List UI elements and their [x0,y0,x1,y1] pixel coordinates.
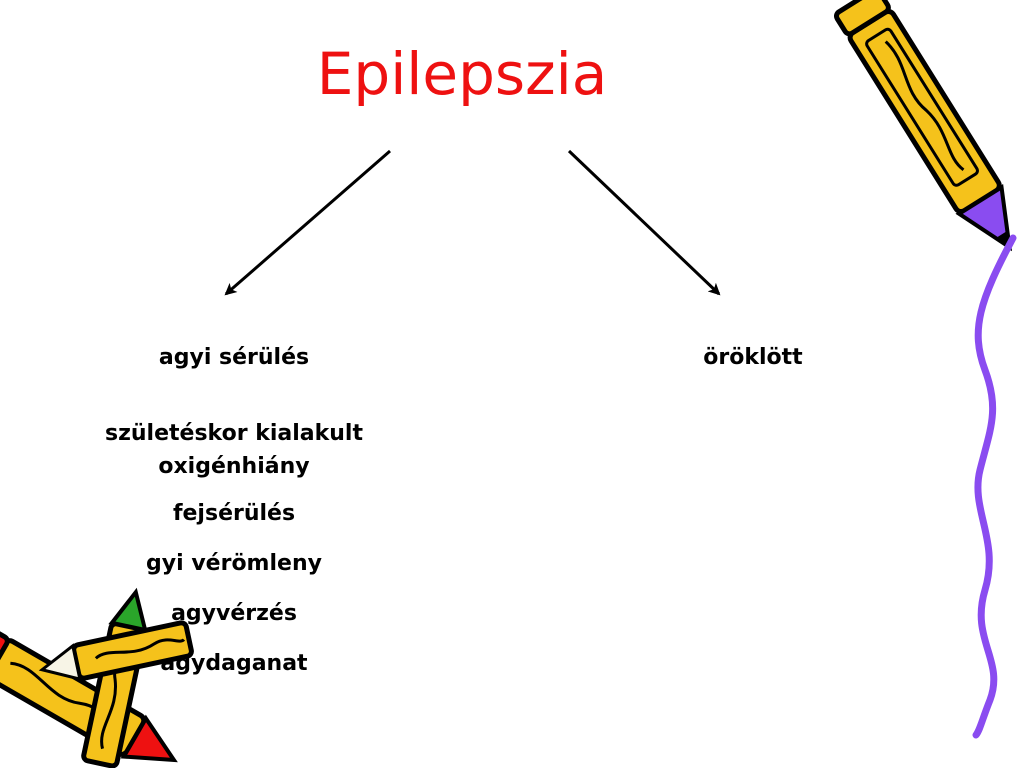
cause-item: agyvérzés [171,601,297,626]
cause-item: születéskor kialakult oxigénhiány [105,421,363,479]
cause-list: születéskor kialakult oxigénhiány fejsér… [70,417,398,697]
cause-item: fejsérülés [172,501,296,526]
branch-label-agyi-serules: agyi sérülés [158,345,310,370]
branch-label-oroklott: öröklött [703,345,803,370]
arrow-to-agyi-serules [224,149,391,296]
cause-item: agydaganat [160,651,308,676]
cause-item: gyi vérömleny [146,551,322,576]
arrow-to-oroklott [567,149,721,296]
slide-title: Epilepszia [316,40,608,108]
